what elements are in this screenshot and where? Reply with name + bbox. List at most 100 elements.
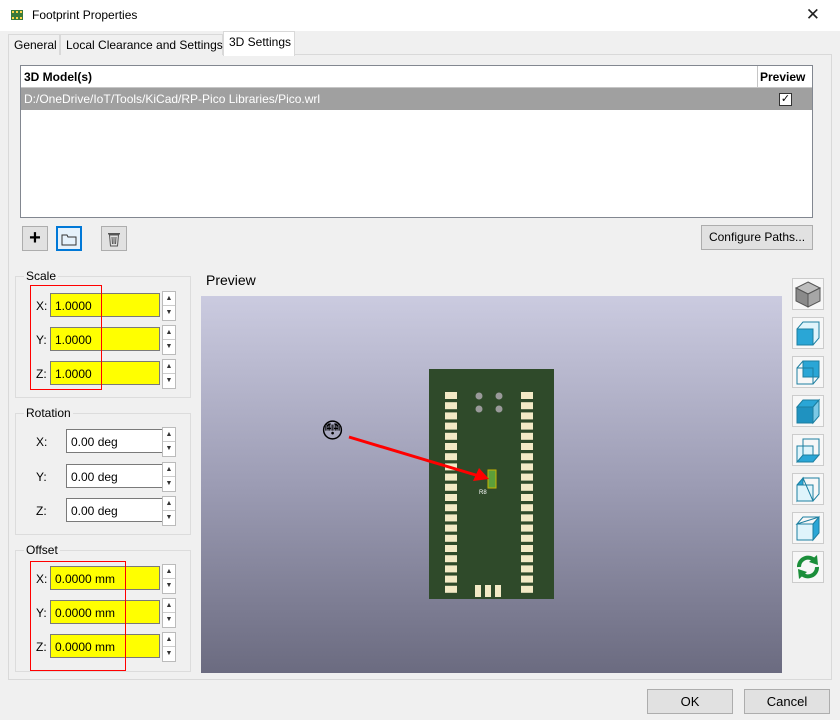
cube-top-icon xyxy=(795,398,821,425)
scale-x-spinner[interactable]: ▲▼ xyxy=(162,291,176,321)
pad xyxy=(521,453,533,461)
cube-back-icon xyxy=(796,360,820,385)
preview-checkbox[interactable]: ✓ xyxy=(779,93,792,106)
cube-front-icon xyxy=(796,321,820,346)
scale-y-input[interactable]: 1.0000 xyxy=(50,327,160,351)
spin-up-icon[interactable]: ▲ xyxy=(163,326,175,340)
scale-group: Scale X: 1.0000 ▲▼ Y: 1.0000 ▲▼ Z: 1.000… xyxy=(15,269,191,398)
scale-z-spinner[interactable]: ▲▼ xyxy=(162,359,176,389)
configure-paths-button[interactable]: Configure Paths... xyxy=(701,225,813,250)
view-left-button[interactable] xyxy=(792,473,824,505)
rotation-x-label: X: xyxy=(36,435,48,449)
pad xyxy=(445,524,457,532)
scale-z-input[interactable]: 1.0000 xyxy=(50,361,160,385)
rotation-y-row: Y: 0.00 deg ▲▼ xyxy=(16,462,192,492)
spin-down-icon[interactable]: ▼ xyxy=(165,377,173,384)
pad xyxy=(521,443,533,450)
pad xyxy=(445,565,457,573)
folder-icon xyxy=(61,234,77,246)
view-bottom-button[interactable] xyxy=(792,434,824,466)
view-iso-button[interactable] xyxy=(792,278,824,310)
tab-local-clearance[interactable]: Local Clearance and Settings xyxy=(60,34,223,55)
offset-y-spinner[interactable]: ▲▼ xyxy=(162,598,176,628)
offset-x-row: X: 0.0000 mm ▲▼ xyxy=(16,564,192,594)
pad xyxy=(445,575,457,583)
rotation-y-label: Y: xyxy=(36,470,47,484)
pad xyxy=(445,412,457,420)
spin-up-icon[interactable]: ▲ xyxy=(163,428,175,442)
spin-up-icon[interactable]: ▲ xyxy=(163,292,175,306)
rotation-z-input[interactable]: 0.00 deg xyxy=(66,498,176,522)
rotation-y-input[interactable]: 0.00 deg xyxy=(66,464,176,488)
footprint-icon xyxy=(11,10,23,20)
rotation-x-input[interactable]: 0.00 deg xyxy=(66,429,176,453)
browse-files-button[interactable] xyxy=(56,226,82,251)
spin-down-icon[interactable]: ▼ xyxy=(165,480,173,487)
offset-x-input[interactable]: 0.0000 mm xyxy=(50,566,160,590)
models-table: 3D Model(s) Preview D:/OneDrive/IoT/Tool… xyxy=(20,65,813,218)
right-pad-column xyxy=(521,392,533,593)
pad xyxy=(445,514,457,522)
left-pad-column xyxy=(445,392,457,593)
pad xyxy=(521,494,533,501)
offset-y-label: Y: xyxy=(36,606,47,620)
cancel-button[interactable]: Cancel xyxy=(744,689,830,714)
column-divider xyxy=(757,66,758,88)
delete-model-button[interactable] xyxy=(101,226,127,251)
silk-label: R8 xyxy=(479,490,487,496)
rotation-x-spinner[interactable]: ▲▼ xyxy=(162,427,176,457)
surprised-emoji-icon: 😳 xyxy=(321,418,344,443)
3d-preview-canvas[interactable]: R8 😳 xyxy=(201,296,782,673)
rotation-y-spinner[interactable]: ▲▼ xyxy=(162,462,176,492)
tab-3d-settings[interactable]: 3D Settings xyxy=(223,31,295,56)
pad xyxy=(521,575,533,583)
scale-x-input[interactable]: 1.0000 xyxy=(50,293,160,317)
model-path[interactable]: D:/OneDrive/IoT/Tools/KiCad/RP-Pico Libr… xyxy=(24,92,321,106)
spin-up-icon[interactable]: ▲ xyxy=(163,599,175,613)
pad xyxy=(521,524,533,532)
spin-down-icon[interactable]: ▼ xyxy=(165,616,173,623)
table-row[interactable]: D:/OneDrive/IoT/Tools/KiCad/RP-Pico Libr… xyxy=(21,88,812,110)
offset-x-label: X: xyxy=(36,572,48,586)
cube-iso-icon xyxy=(794,281,822,308)
rotation-label: Rotation xyxy=(24,406,73,420)
rotation-z-spinner[interactable]: ▲▼ xyxy=(162,496,176,526)
offset-y-input[interactable]: 0.0000 mm xyxy=(50,600,160,624)
spin-down-icon[interactable]: ▼ xyxy=(165,445,173,452)
view-front-button[interactable] xyxy=(792,317,824,349)
pad xyxy=(445,392,457,399)
spin-up-icon[interactable]: ▲ xyxy=(163,565,175,579)
pad xyxy=(445,555,457,563)
view-back-button[interactable] xyxy=(792,356,824,388)
offset-z-label: Z: xyxy=(36,640,47,654)
scale-y-spinner[interactable]: ▲▼ xyxy=(162,325,176,355)
spin-down-icon[interactable]: ▼ xyxy=(165,582,173,589)
offset-x-spinner[interactable]: ▲▼ xyxy=(162,564,176,594)
spin-down-icon[interactable]: ▼ xyxy=(165,514,173,521)
pad xyxy=(445,504,457,512)
spin-up-icon[interactable]: ▲ xyxy=(163,497,175,511)
offset-z-input[interactable]: 0.0000 mm xyxy=(50,634,160,658)
spin-up-icon[interactable]: ▲ xyxy=(163,360,175,374)
spin-down-icon[interactable]: ▼ xyxy=(165,650,173,657)
close-icon[interactable]: ✕ xyxy=(805,5,820,24)
spin-up-icon[interactable]: ▲ xyxy=(163,463,175,477)
reload-view-button[interactable] xyxy=(792,551,824,583)
view-right-button[interactable] xyxy=(792,512,824,544)
pad xyxy=(521,483,533,491)
pad xyxy=(445,402,457,410)
scale-x-label: X: xyxy=(36,299,48,313)
rotation-group: Rotation X: 0.00 deg ▲▼ Y: 0.00 deg ▲▼ Z… xyxy=(15,406,192,535)
cube-bottom-icon xyxy=(795,438,821,463)
tab-general[interactable]: General xyxy=(8,34,60,55)
offset-z-spinner[interactable]: ▲▼ xyxy=(162,632,176,662)
plus-icon: + xyxy=(29,227,41,249)
column-header-preview[interactable]: Preview xyxy=(760,70,806,84)
add-model-button[interactable]: + xyxy=(22,226,48,251)
column-header-models[interactable]: 3D Model(s) xyxy=(24,70,93,84)
view-top-button[interactable] xyxy=(792,395,824,427)
ok-button[interactable]: OK xyxy=(647,689,733,714)
spin-down-icon[interactable]: ▼ xyxy=(165,309,173,316)
spin-up-icon[interactable]: ▲ xyxy=(163,633,175,647)
spin-down-icon[interactable]: ▼ xyxy=(165,343,173,350)
